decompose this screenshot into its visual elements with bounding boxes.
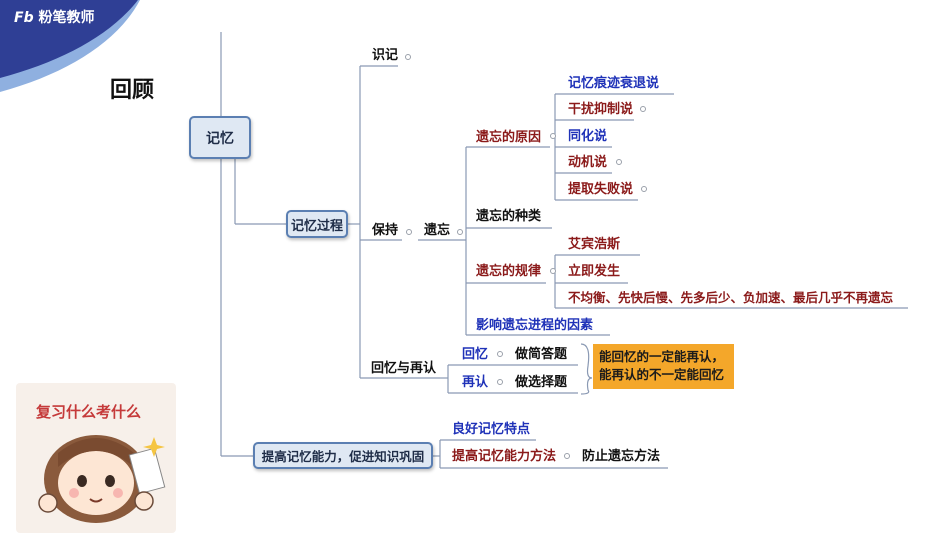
note-line: 能回忆的一定能再认， [599, 349, 725, 364]
collapse-icon [564, 453, 570, 459]
logo-banner [0, 0, 140, 92]
node-recall: 回忆 [462, 347, 489, 362]
node-memory-process: 记忆过程 [286, 210, 348, 238]
law-item: 艾宾浩斯 [568, 237, 621, 252]
collapse-icon [497, 351, 503, 357]
law-item: 不均衡、先快后慢、先多后少、负加速、最后几乎不再遗忘 [568, 290, 894, 305]
root-node: 记忆 [189, 116, 251, 159]
collapse-icon [497, 379, 503, 385]
cartoon-girl-icon [38, 435, 166, 523]
brand-logo: Fb 粉笔教师 [14, 10, 95, 26]
node-forget-laws: 遗忘的规律 [476, 264, 542, 279]
law-item: 立即发生 [568, 264, 621, 279]
node-forget-types: 遗忘的种类 [476, 209, 542, 224]
collapse-icon [405, 54, 411, 60]
node-recall-recognition: 回忆与再认 [371, 361, 437, 376]
collapse-icon [550, 268, 556, 274]
collapse-icon [406, 229, 412, 235]
node-forget-causes: 遗忘的原因 [476, 130, 542, 145]
note-recall-recognition: 能回忆的一定能再认， 能再认的不一定能回忆 [593, 344, 734, 389]
collapse-icon [550, 133, 556, 139]
page-title: 回顾 [110, 78, 155, 103]
node-prevent-forget: 防止遗忘方法 [582, 449, 661, 464]
node-good-memory: 良好记忆特点 [452, 422, 531, 437]
node-forget: 遗忘 [424, 223, 451, 238]
node-recognition: 再认 [462, 375, 489, 390]
cause-item: 记忆痕迹衰退说 [568, 76, 660, 91]
node-forget-factors: 影响遗忘进程的因素 [476, 318, 594, 333]
collapse-icon [641, 186, 647, 192]
collapse-icon [616, 159, 622, 165]
node-retain: 保持 [372, 223, 399, 238]
cause-item: 干扰抑制说 [568, 102, 634, 117]
sticker-image: 复习什么考什么 [16, 383, 176, 533]
cause-item: 提取失败说 [568, 182, 634, 197]
node-improve-memory: 提高记忆能力，促进知识巩固 [253, 442, 433, 469]
node-identify: 识记 [372, 48, 399, 63]
node-recall-question: 做简答题 [515, 347, 568, 362]
note-line: 能再认的不一定能回忆 [599, 367, 725, 382]
node-improve-method: 提高记忆能力方法 [452, 449, 557, 464]
sticker-caption: 复习什么考什么 [36, 403, 142, 421]
cause-item: 动机说 [568, 155, 608, 170]
node-recognition-question: 做选择题 [515, 375, 568, 390]
collapse-icon [640, 106, 646, 112]
cause-item: 同化说 [568, 129, 608, 144]
collapse-icon [457, 229, 463, 235]
